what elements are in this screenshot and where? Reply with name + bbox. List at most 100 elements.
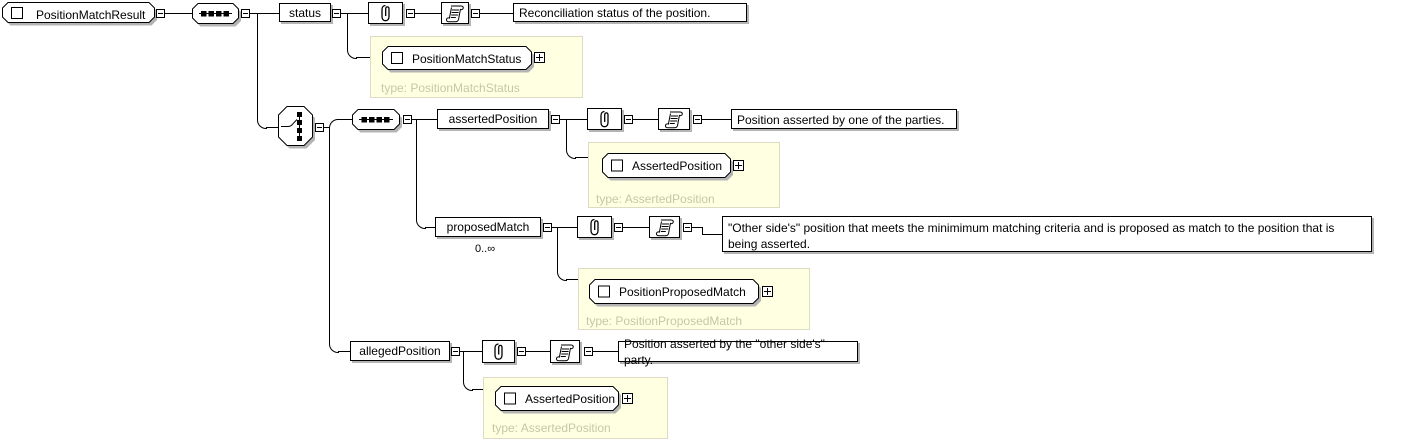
type-element-shape[interactable] bbox=[495, 386, 624, 416]
element-proposedmatch[interactable]: proposedMatch bbox=[435, 217, 541, 237]
element-assertedposition[interactable]: assertedPosition bbox=[437, 109, 549, 129]
connector-elbow bbox=[329, 119, 339, 129]
type-element-shape[interactable] bbox=[589, 279, 764, 309]
type-element-shape[interactable] bbox=[382, 46, 537, 75]
documentation-text-assertedposition[interactable]: Position asserted by one of the parties. bbox=[731, 109, 957, 129]
element-checkbox-icon bbox=[598, 285, 610, 298]
annotation-node[interactable] bbox=[587, 108, 622, 130]
documentation-text-allegedposition[interactable]: Position asserted by the "other side's" … bbox=[618, 337, 858, 367]
connector-line bbox=[593, 351, 618, 352]
collapse-icon[interactable] bbox=[315, 123, 324, 132]
connector-line bbox=[560, 119, 587, 120]
connector-line bbox=[425, 227, 435, 228]
connector-line bbox=[338, 351, 350, 352]
paperclip-annotation-icon bbox=[381, 4, 390, 22]
element-checkbox-icon bbox=[391, 52, 403, 64]
connector-line bbox=[347, 14, 348, 50]
paperclip-annotation-icon bbox=[600, 110, 609, 128]
element-checkbox-icon bbox=[504, 392, 516, 405]
choice-compositor-icon[interactable] bbox=[278, 106, 318, 151]
connector-line bbox=[341, 13, 368, 14]
choice-dots bbox=[297, 112, 302, 141]
collapse-icon[interactable] bbox=[406, 9, 415, 18]
annotation-node[interactable] bbox=[577, 216, 612, 238]
element-status[interactable]: status bbox=[279, 3, 331, 22]
connector-line bbox=[566, 279, 578, 280]
element-status-label: status bbox=[288, 5, 321, 20]
collapse-icon[interactable] bbox=[543, 223, 552, 232]
collapse-icon[interactable] bbox=[584, 347, 593, 356]
documentation-text-status[interactable]: Reconciliation status of the position. bbox=[513, 3, 747, 22]
documentation-node[interactable] bbox=[658, 108, 690, 130]
connector-line bbox=[575, 157, 588, 158]
documentation-scroll-icon bbox=[555, 344, 574, 361]
element-assertedposition-label: assertedPosition bbox=[448, 112, 538, 126]
type-element-label: PositionMatchStatus bbox=[412, 52, 522, 66]
type-caption: type: AssertedPosition bbox=[596, 192, 715, 206]
sequence-dots bbox=[361, 117, 390, 123]
type-caption: type: PositionProposedMatch bbox=[586, 314, 743, 328]
documentation-scroll-icon bbox=[664, 111, 683, 129]
documentation-node[interactable] bbox=[649, 216, 680, 238]
collapse-icon[interactable] bbox=[156, 9, 165, 18]
collapse-icon[interactable] bbox=[403, 115, 412, 124]
connector-line bbox=[324, 127, 330, 128]
type-caption: type: PositionMatchStatus bbox=[381, 81, 520, 95]
collapse-icon[interactable] bbox=[451, 347, 460, 356]
documentation-node[interactable] bbox=[550, 340, 580, 363]
collapse-icon[interactable] bbox=[551, 115, 560, 124]
type-caption: type: AssertedPosition bbox=[492, 421, 611, 435]
collapse-icon[interactable] bbox=[683, 223, 692, 232]
collapse-icon[interactable] bbox=[241, 9, 250, 18]
connector-line bbox=[337, 119, 352, 120]
connector-line bbox=[165, 13, 192, 14]
sequence-compositor-icon[interactable] bbox=[352, 109, 405, 135]
documentation-text: Position asserted by one of the parties. bbox=[737, 112, 945, 127]
connector-line bbox=[472, 389, 483, 390]
documentation-text-proposedmatch[interactable]: "Other side's" position that meets the m… bbox=[722, 216, 1372, 252]
annotation-node[interactable] bbox=[368, 2, 403, 24]
expand-icon[interactable] bbox=[622, 393, 633, 404]
type-element-outline bbox=[382, 46, 532, 70]
documentation-scroll-icon bbox=[445, 5, 464, 23]
element-checkbox-icon bbox=[11, 7, 23, 19]
connector-line bbox=[266, 127, 278, 128]
connector-line bbox=[257, 14, 258, 119]
connector-line bbox=[702, 234, 722, 235]
collapse-icon[interactable] bbox=[471, 9, 480, 18]
choice-switch bbox=[281, 119, 298, 127]
expand-icon[interactable] bbox=[762, 286, 773, 297]
connector-line bbox=[460, 351, 482, 352]
type-element-shape[interactable] bbox=[602, 153, 736, 183]
paperclip-annotation-icon bbox=[590, 218, 599, 236]
element-allegedposition-label: allegedPosition bbox=[359, 344, 441, 358]
documentation-text: "Other side's" position that meets the m… bbox=[728, 221, 1335, 251]
connector-line bbox=[702, 227, 703, 235]
connector-line bbox=[480, 13, 513, 14]
expand-icon[interactable] bbox=[534, 52, 545, 63]
occurrence-label: 0..∞ bbox=[475, 243, 496, 255]
collapse-icon[interactable] bbox=[624, 115, 633, 124]
connector-line bbox=[356, 57, 370, 58]
annotation-node[interactable] bbox=[482, 340, 515, 363]
connector-line bbox=[702, 119, 731, 120]
collapse-icon[interactable] bbox=[614, 223, 623, 232]
connector-line bbox=[623, 227, 649, 228]
type-element-label: AssertedPosition bbox=[632, 159, 723, 173]
collapse-icon[interactable] bbox=[517, 347, 526, 356]
collapse-icon[interactable] bbox=[693, 115, 702, 124]
root-element-shape[interactable] bbox=[2, 2, 160, 28]
element-allegedposition[interactable]: allegedPosition bbox=[350, 341, 450, 361]
element-proposedmatch-label: proposedMatch bbox=[446, 220, 530, 234]
documentation-text: Reconciliation status of the position. bbox=[519, 6, 711, 20]
collapse-icon[interactable] bbox=[332, 9, 341, 18]
sequence-compositor-icon[interactable] bbox=[192, 3, 244, 29]
element-checkbox-icon bbox=[611, 159, 623, 172]
connector-line bbox=[463, 352, 464, 382]
expand-icon[interactable] bbox=[733, 160, 744, 171]
root-element-outline bbox=[2, 2, 155, 23]
root-element-label: PositionMatchResult bbox=[36, 8, 146, 22]
documentation-node[interactable] bbox=[441, 2, 469, 24]
connector-line bbox=[557, 228, 558, 271]
